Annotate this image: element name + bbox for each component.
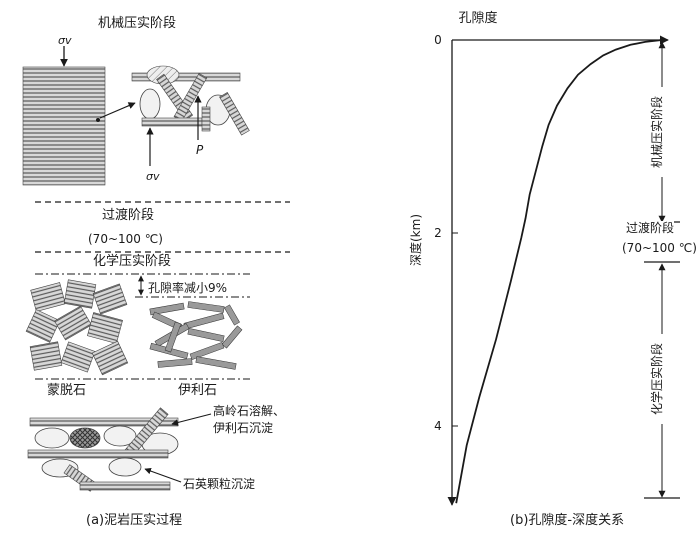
- panel-b-porosity-depth: 孔隙度 深度(km) 0 2 4 机械压实阶段 过渡阶段 (70~100 ℃) 化学…: [330, 0, 700, 541]
- transition-temperature: (70~100 ℃): [88, 232, 163, 246]
- transition-stage-label: 过渡阶段: [102, 208, 155, 223]
- illite-laths: [149, 301, 243, 370]
- stage-transition-label: 过渡阶段: [626, 221, 675, 235]
- panel-a-compaction-process: 机械压实阶段 σv P σv 过渡阶段 (70~100 ℃) 化学压实阶段 孔隙…: [0, 0, 330, 541]
- y-tick-label: 2: [434, 226, 442, 240]
- caption-b: (b)孔隙度-深度关系: [510, 513, 625, 528]
- diagenesis-sketch: [27, 407, 179, 492]
- quartz-arrow: [144, 467, 182, 483]
- porosity-reduction-label: 孔隙率减小9%: [148, 281, 228, 295]
- montmorillonite-grains: [25, 279, 129, 376]
- y-axis-ticks: 0 2 4: [434, 33, 458, 433]
- stage-temperature-label: (70~100 ℃): [622, 241, 697, 255]
- chemical-stage-title: 化学压实阶段: [93, 254, 172, 269]
- kaolinite-arrow: [171, 413, 212, 426]
- magnified-grain-contacts: [131, 65, 250, 136]
- porosity-curve-line: [455, 39, 663, 504]
- compaction-schematic: [22, 46, 290, 492]
- p-label: P: [196, 143, 204, 157]
- stage-mech-label: 机械压实阶段: [650, 87, 664, 177]
- illite-precipitation-label: 伊利石沉淀: [213, 421, 274, 435]
- zoom-origin-point: [96, 118, 100, 122]
- stage-chem-label: 化学压实阶段: [650, 334, 664, 424]
- kaolinite-dissolution-label: 高岭石溶解、: [213, 404, 286, 418]
- zoom-arrow: [99, 102, 136, 119]
- quartz-precipitation-label: 石英颗粒沉淀: [183, 477, 256, 491]
- montmorillonite-label: 蒙脱石: [47, 383, 87, 398]
- y-tick-label: 4: [434, 419, 442, 433]
- caption-a: (a)泥岩压实过程: [86, 513, 183, 528]
- sigma-v-label-top: σv: [58, 34, 72, 47]
- illite-label: 伊利石: [178, 383, 218, 398]
- mechanical-stage-title: 机械压实阶段: [98, 16, 177, 31]
- porosity-depth-chart: 孔隙度 深度(km) 0 2 4: [408, 10, 680, 506]
- y-axis-label: 深度(km): [408, 214, 423, 266]
- sigma-v-label-bottom: σv: [146, 170, 160, 183]
- laminated-mudstone-block: [22, 66, 106, 186]
- y-tick-label: 0: [434, 33, 442, 47]
- chart-title: 孔隙度: [458, 10, 497, 26]
